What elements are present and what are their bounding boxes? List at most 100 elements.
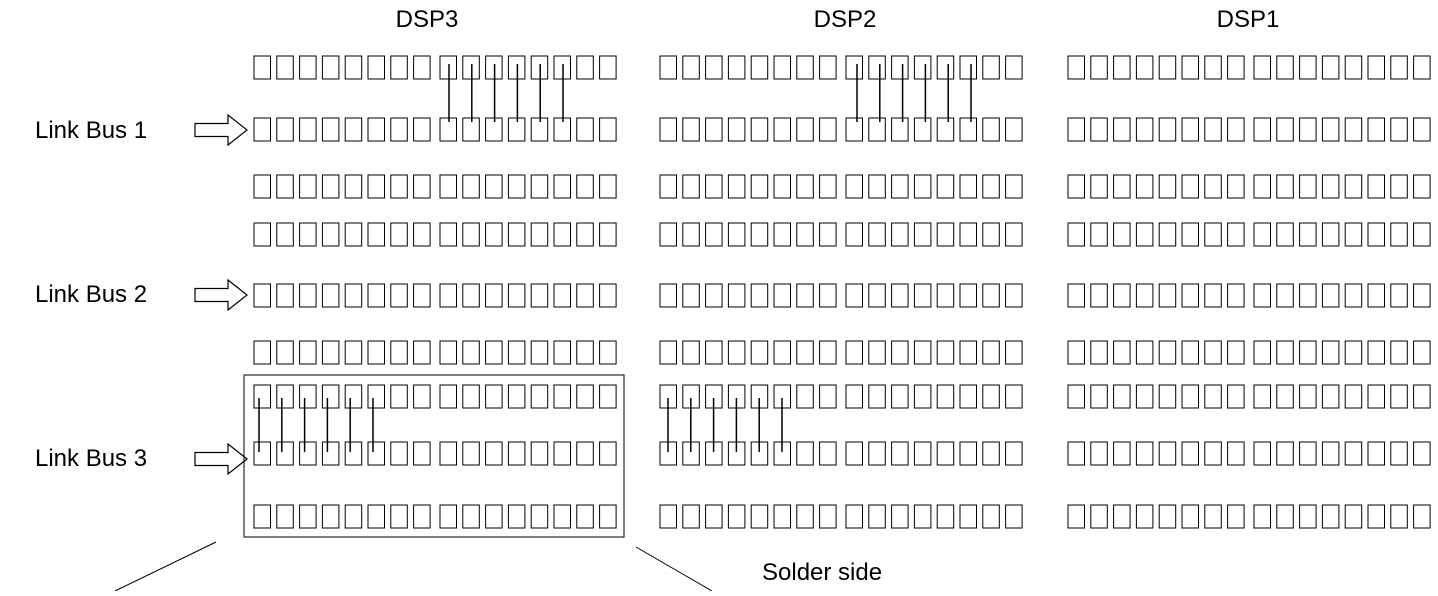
pin <box>553 222 571 247</box>
pin <box>959 384 977 409</box>
link-bus-3-arrow <box>194 442 248 476</box>
pin <box>553 504 571 529</box>
pin <box>1276 340 1294 365</box>
pin <box>1181 441 1199 466</box>
pin <box>819 55 837 80</box>
pin <box>750 283 769 308</box>
pin <box>530 222 549 247</box>
pin <box>367 283 385 308</box>
callout-line-left <box>114 541 217 592</box>
pin <box>845 384 863 409</box>
pin <box>1299 340 1317 365</box>
pin <box>982 441 1000 466</box>
pin <box>868 283 886 308</box>
pin <box>576 117 594 142</box>
pin <box>705 340 723 365</box>
pin <box>796 283 814 308</box>
pin <box>276 384 294 409</box>
pin <box>390 117 408 142</box>
pin <box>982 117 1000 142</box>
pin <box>936 504 955 529</box>
pin <box>1067 55 1085 80</box>
pin <box>913 55 932 80</box>
pin <box>299 117 317 142</box>
pin <box>1090 441 1108 466</box>
pin <box>485 174 503 199</box>
pin <box>913 340 932 365</box>
pin <box>390 283 408 308</box>
pin <box>507 384 526 409</box>
pin <box>1276 384 1294 409</box>
pin <box>576 174 594 199</box>
pin <box>1090 504 1108 529</box>
pin <box>1067 504 1085 529</box>
pin <box>276 441 294 466</box>
pin <box>1135 174 1154 199</box>
pin <box>1005 283 1023 308</box>
pin <box>439 504 457 529</box>
pin <box>1204 117 1222 142</box>
pin <box>819 340 837 365</box>
pin <box>253 55 271 80</box>
pin <box>845 174 863 199</box>
pin <box>1413 504 1431 529</box>
pin <box>530 384 549 409</box>
pin <box>1181 340 1199 365</box>
pin <box>913 441 932 466</box>
pin <box>299 504 317 529</box>
link-bus-2-arrow <box>194 278 248 312</box>
pin <box>1181 222 1199 247</box>
pin <box>1113 384 1131 409</box>
pin <box>819 384 837 409</box>
pin <box>936 222 955 247</box>
pin <box>1135 222 1154 247</box>
pin <box>344 283 363 308</box>
pin <box>553 283 571 308</box>
pin <box>1113 55 1131 80</box>
pin <box>1113 340 1131 365</box>
pin <box>530 283 549 308</box>
pin <box>299 283 317 308</box>
pin <box>299 174 317 199</box>
pin <box>1321 283 1340 308</box>
pin <box>1090 55 1108 80</box>
pin <box>773 174 791 199</box>
pin <box>553 340 571 365</box>
pin <box>1276 117 1294 142</box>
pin <box>1367 340 1385 365</box>
link-bus-1-label: Link Bus 1 <box>35 117 147 144</box>
pin <box>1413 174 1431 199</box>
pin <box>1367 117 1385 142</box>
pin <box>576 55 594 80</box>
pin <box>682 174 700 199</box>
pin <box>299 55 317 80</box>
pin <box>439 283 457 308</box>
pin <box>891 504 909 529</box>
pin <box>936 55 955 80</box>
pin <box>1276 55 1294 80</box>
pin <box>936 117 955 142</box>
pin <box>1299 174 1317 199</box>
pin <box>1299 384 1317 409</box>
pin <box>1067 174 1085 199</box>
pin <box>485 384 503 409</box>
pin <box>321 283 340 308</box>
pin <box>553 174 571 199</box>
pin <box>462 222 480 247</box>
pin <box>773 340 791 365</box>
pin <box>253 340 271 365</box>
pin <box>1067 384 1085 409</box>
pin <box>796 222 814 247</box>
pin <box>1158 504 1177 529</box>
pin <box>1413 55 1431 80</box>
pin <box>868 174 886 199</box>
pin <box>299 441 317 466</box>
pin <box>1204 384 1222 409</box>
pin <box>390 384 408 409</box>
pin <box>659 117 677 142</box>
pin <box>659 222 677 247</box>
pin <box>321 222 340 247</box>
pin <box>1090 283 1108 308</box>
pin <box>299 222 317 247</box>
